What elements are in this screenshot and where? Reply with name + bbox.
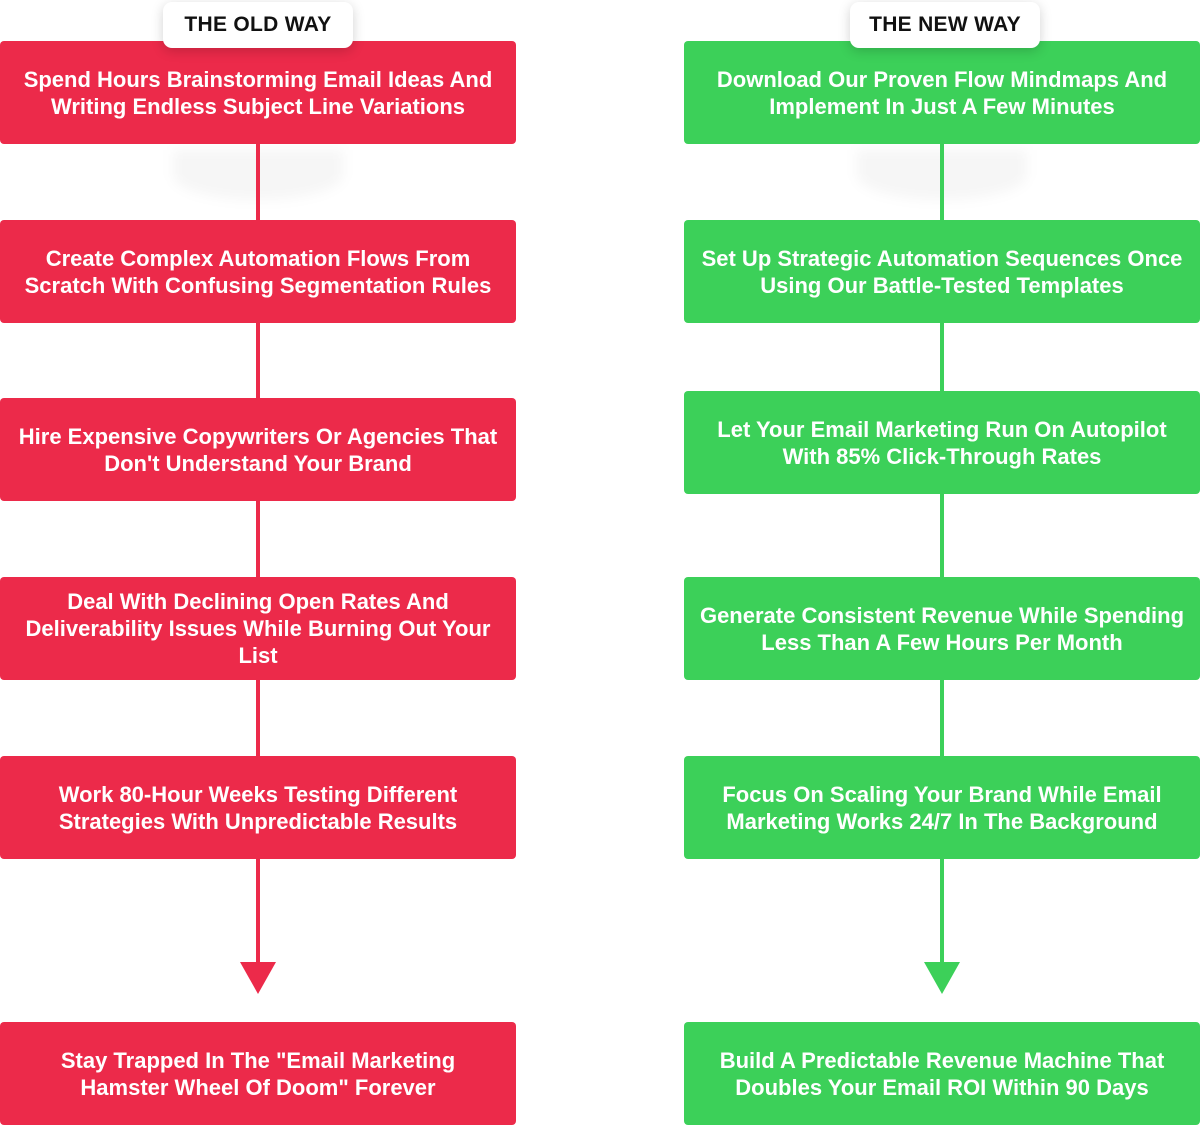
connector-line [256, 144, 260, 221]
new-way-column: Download Our Proven Flow Mindmaps And Im… [684, 0, 1200, 1126]
outcome-text: Stay Trapped In The "Email Marketing Ham… [60, 1047, 456, 1100]
old-way-step-4: Deal With Declining Open Rates And Deliv… [0, 577, 516, 680]
arrow-down-icon [924, 962, 960, 994]
new-way-header: THE NEW WAY [850, 2, 1040, 48]
arrow-down-icon [240, 962, 276, 994]
connector-line [256, 858, 260, 966]
new-way-step-1: Download Our Proven Flow Mindmaps And Im… [684, 41, 1200, 144]
new-way-step-5: Focus On Scaling Your Brand While Email … [684, 756, 1200, 859]
old-way-step-2: Create Complex Automation Flows From Scr… [0, 220, 516, 323]
old-way-outcome: Stay Trapped In The "Email Marketing Ham… [0, 1022, 516, 1125]
step-text: Work 80-Hour Weeks Testing Different Str… [58, 781, 458, 834]
connector-line [940, 680, 944, 758]
step-text: Spend Hours Brainstorming Email Ideas An… [23, 66, 493, 119]
step-text: Deal With Declining Open Rates And Deliv… [25, 589, 491, 668]
connector-line [940, 858, 944, 966]
old-way-step-5: Work 80-Hour Weeks Testing Different Str… [0, 756, 516, 859]
connector-line [940, 493, 944, 579]
connector-line [256, 680, 260, 758]
step-text: Generate Consistent Revenue While Spendi… [699, 602, 1185, 655]
new-way-step-3: Let Your Email Marketing Run On Autopilo… [684, 391, 1200, 494]
new-way-step-4: Generate Consistent Revenue While Spendi… [684, 577, 1200, 680]
step-text: Set Up Strategic Automation Sequences On… [701, 245, 1183, 298]
new-way-step-2: Set Up Strategic Automation Sequences On… [684, 220, 1200, 323]
old-way-header: THE OLD WAY [163, 2, 353, 48]
old-way-step-1: Spend Hours Brainstorming Email Ideas An… [0, 41, 516, 144]
step-text: Let Your Email Marketing Run On Autopilo… [717, 416, 1167, 469]
connector-line [940, 144, 944, 221]
connector-line [940, 323, 944, 392]
step-text: Download Our Proven Flow Mindmaps And Im… [716, 66, 1168, 119]
new-way-outcome: Build A Predictable Revenue Machine That… [684, 1022, 1200, 1125]
outcome-text: Build A Predictable Revenue Machine That… [719, 1047, 1165, 1100]
old-way-step-3: Hire Expensive Copywriters Or Agencies T… [0, 398, 516, 501]
old-way-column: Spend Hours Brainstorming Email Ideas An… [0, 0, 516, 1126]
connector-line [256, 501, 260, 579]
connector-line [256, 323, 260, 400]
step-text: Focus On Scaling Your Brand While Email … [722, 781, 1162, 834]
step-text: Create Complex Automation Flows From Scr… [24, 245, 492, 298]
step-text: Hire Expensive Copywriters Or Agencies T… [18, 423, 498, 476]
